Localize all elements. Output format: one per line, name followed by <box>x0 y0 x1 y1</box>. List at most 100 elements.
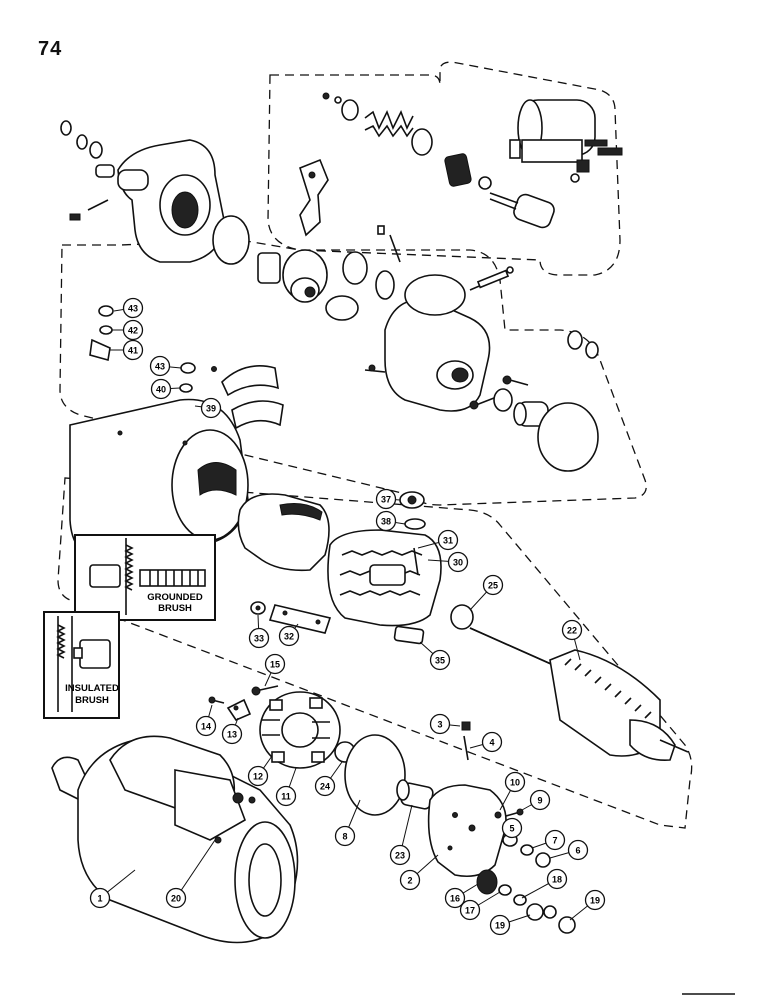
callout-circle <box>459 899 481 921</box>
washer-38 <box>404 518 426 530</box>
callout-number: 23 <box>395 851 405 861</box>
grounded-brush-label-1: GROUNDED <box>147 592 203 603</box>
nut-6 <box>535 852 551 868</box>
callout-markers: 1234567891011121314151617181919202223242… <box>89 297 606 936</box>
callout-10: 10 <box>504 771 526 793</box>
nut-43-lower <box>180 362 196 374</box>
callout-16: 16 <box>444 887 466 909</box>
o-ring-8 <box>344 734 406 816</box>
callout-circle <box>444 887 466 909</box>
callout-number: 38 <box>381 517 391 527</box>
nut-43-upper <box>98 305 114 317</box>
callout-20: 20 <box>165 887 187 909</box>
callout-circle <box>544 829 566 851</box>
callout-3: 3 <box>429 713 451 735</box>
callout-circle <box>221 723 243 745</box>
callout-circle <box>314 775 336 797</box>
callout-number: 2 <box>407 876 412 886</box>
bushing <box>95 164 115 178</box>
callout-number: 30 <box>453 558 463 568</box>
small-o-ring <box>585 341 599 359</box>
terminal-nut-16 <box>476 869 498 895</box>
drive-housing-group-outline <box>59 239 647 506</box>
callout-number: 40 <box>156 385 166 395</box>
callout-35: 35 <box>429 649 451 671</box>
callout-number: 1 <box>97 894 102 904</box>
callout-number: 7 <box>552 836 557 846</box>
callout-13: 13 <box>221 723 243 745</box>
drive-seal <box>375 270 395 300</box>
pinion-drive <box>257 249 328 303</box>
spring-retainer <box>341 99 359 121</box>
callout-40: 40 <box>150 378 172 400</box>
callout-15: 15 <box>264 653 286 675</box>
plunger-washer <box>478 176 492 190</box>
callout-number: 24 <box>320 782 330 792</box>
callout-circle <box>529 789 551 811</box>
callout-number: 3 <box>437 720 442 730</box>
callout-number: 42 <box>128 326 138 336</box>
callout-5: 5 <box>501 817 523 839</box>
retainer-nut <box>322 92 330 100</box>
callout-19: 19 <box>489 914 511 936</box>
callout-number: 41 <box>128 346 138 356</box>
callout-circle <box>447 551 469 573</box>
callout-number: 14 <box>201 722 211 732</box>
pin-cap <box>377 225 385 235</box>
bushing-23 <box>396 779 434 810</box>
callout-23: 23 <box>389 844 411 866</box>
callout-number: 16 <box>450 894 460 904</box>
callout-circle <box>504 771 526 793</box>
callout-19: 19 <box>584 889 606 911</box>
callout-circle <box>248 627 270 649</box>
callout-circle <box>334 825 356 847</box>
seal-ring <box>411 128 433 156</box>
callout-number: 17 <box>465 906 475 916</box>
bolt-head <box>368 364 376 372</box>
callout-number: 37 <box>381 495 391 505</box>
solenoid-switch <box>509 99 623 183</box>
callout-30: 30 <box>447 551 469 573</box>
return-spring <box>364 110 414 138</box>
callout-8: 8 <box>334 825 356 847</box>
small-seal <box>567 330 583 350</box>
callout-circle <box>482 574 504 596</box>
callout-circle <box>200 397 222 419</box>
callout-circle <box>375 510 397 532</box>
field-coil-sleeve <box>237 493 330 572</box>
housing-bolt <box>502 375 529 386</box>
callout-circle <box>429 713 451 735</box>
callout-circle <box>389 844 411 866</box>
drive-bushing <box>342 251 368 285</box>
callout-37: 37 <box>375 488 397 510</box>
callout-circle <box>89 887 111 909</box>
commutator-end-frame <box>427 784 507 878</box>
callout-number: 22 <box>567 626 577 636</box>
brush-strap-32 <box>268 604 332 634</box>
grounded-brush-inset: GROUNDED BRUSH <box>74 534 216 621</box>
callout-1: 1 <box>89 887 111 909</box>
nut-collar <box>493 388 513 412</box>
page-number: 74 <box>38 38 63 60</box>
callout-12: 12 <box>247 765 269 787</box>
bolt-15 <box>251 685 279 696</box>
callout-42: 42 <box>122 319 144 341</box>
callout-17: 17 <box>459 899 481 921</box>
callout-7: 7 <box>544 829 566 851</box>
terminal-41 <box>89 338 111 362</box>
armature-group-outline <box>57 477 693 829</box>
callout-number: 10 <box>510 778 520 788</box>
callout-circle <box>165 887 187 909</box>
callout-circle <box>429 649 451 671</box>
nut-33 <box>250 601 266 615</box>
callout-circle <box>481 731 503 753</box>
callout-circle <box>122 297 144 319</box>
callout-circle <box>399 869 421 891</box>
callout-22: 22 <box>561 619 583 641</box>
callout-leader-20 <box>175 839 216 899</box>
callout-38: 38 <box>375 510 397 532</box>
callout-2: 2 <box>399 869 421 891</box>
shift-lever <box>299 158 329 237</box>
